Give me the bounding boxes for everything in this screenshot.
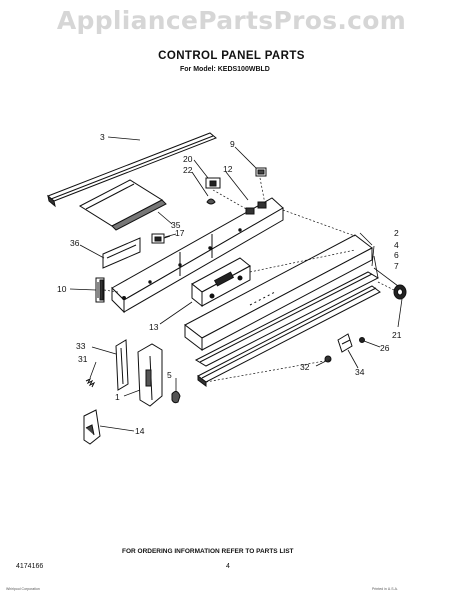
part-9-knob [255, 167, 267, 177]
part-17-switch [151, 233, 171, 244]
callout-3: 3 [100, 132, 105, 142]
part-6-lower-trim [197, 285, 381, 387]
part-1-end-cap [137, 343, 163, 407]
fine-print-right: Printed in U.S.A. [372, 587, 398, 591]
fine-print-left: Whirlpool Corporation [6, 587, 40, 591]
part-2-front-panel [184, 234, 373, 352]
document-number: 4174166 [16, 563, 44, 570]
callout-31: 31 [78, 354, 88, 364]
callout-21: 21 [392, 330, 402, 340]
callout-32: 32 [300, 362, 310, 372]
part-33-end-cap [115, 339, 129, 391]
callout-26: 26 [380, 343, 390, 353]
callout-33: 33 [76, 341, 86, 351]
part-35-insulation [78, 179, 167, 231]
callout-17: 17 [175, 228, 185, 238]
part-26-clip [359, 337, 365, 343]
watermark: AppliancePartsPros.com [56, 6, 407, 35]
callout-4: 4 [394, 240, 399, 250]
page-number: 4 [226, 563, 230, 570]
part-13-clock-module [191, 257, 251, 308]
model-subtitle: For Model: KEDS100WBLD [180, 66, 270, 73]
part-20-bracket [205, 177, 221, 205]
callout-6: 6 [394, 250, 399, 260]
callout-5: 5 [167, 370, 172, 380]
part-7-knob [393, 284, 407, 300]
part-32-screw [324, 355, 332, 363]
callout-35: 35 [171, 220, 181, 230]
callout-14: 14 [135, 426, 145, 436]
part-36-board [102, 237, 141, 269]
callout-labels: 3 9 20 22 12 35 17 36 2 4 6 7 10 13 21 2… [57, 132, 402, 436]
ordering-footer: FOR ORDERING INFORMATION REFER TO PARTS … [122, 548, 294, 555]
leader-lines [69, 136, 403, 432]
callout-10: 10 [57, 284, 67, 294]
callout-13: 13 [149, 322, 159, 332]
part-34-bracket [337, 333, 353, 353]
part-14-side-bracket [83, 409, 101, 445]
part-5-clip [171, 390, 181, 404]
callout-7: 7 [394, 261, 399, 271]
callout-20: 20 [183, 154, 193, 164]
callout-1: 1 [115, 392, 120, 402]
callout-22: 22 [183, 165, 193, 175]
callout-12: 12 [223, 164, 233, 174]
part-10-side-bracket [95, 277, 105, 303]
assembly-lines [103, 177, 395, 383]
callout-36: 36 [70, 238, 80, 248]
callout-9: 9 [230, 139, 235, 149]
part-3-top-trim [47, 132, 217, 208]
diagram-title: CONTROL PANEL PARTS [158, 50, 305, 62]
callout-2: 2 [394, 228, 399, 238]
part-31-spring [85, 377, 96, 388]
callout-34: 34 [355, 367, 365, 377]
part-12-control-panel-plate [111, 197, 284, 314]
